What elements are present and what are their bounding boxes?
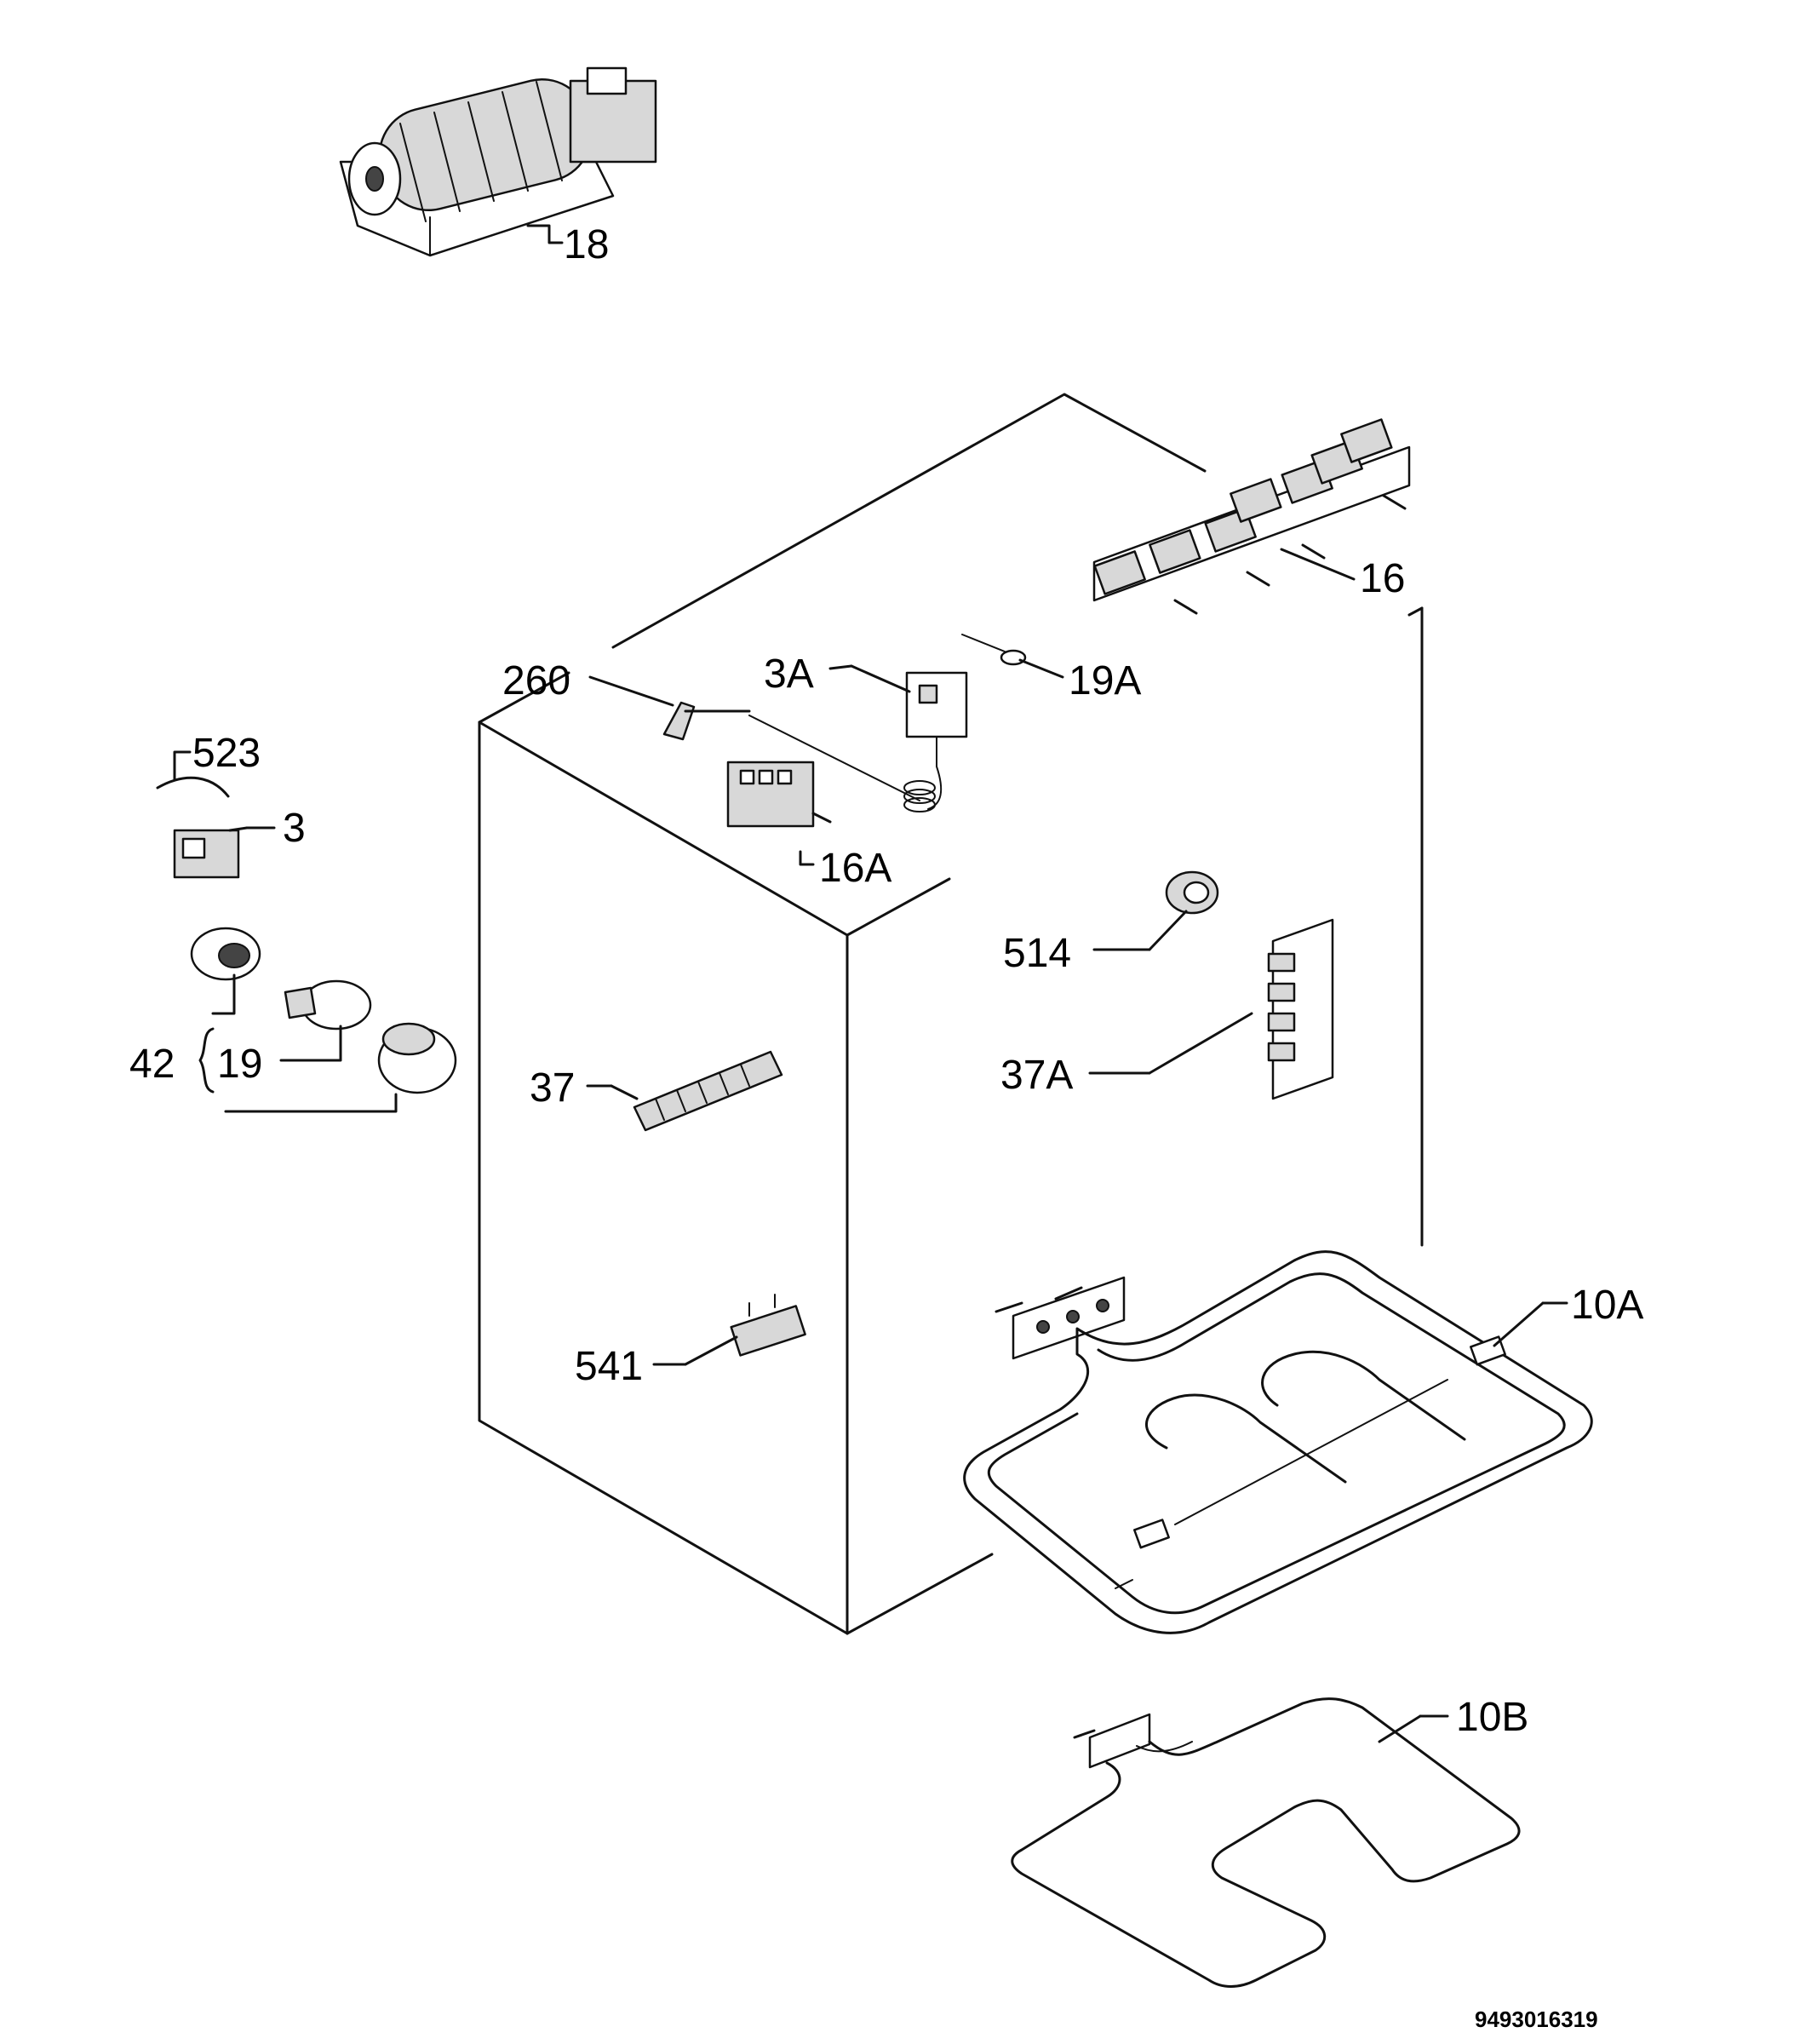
label-42: 42 xyxy=(129,1042,175,1087)
part-16A-switch xyxy=(726,761,832,828)
label-541: 541 xyxy=(575,1344,643,1389)
label-16: 16 xyxy=(1360,556,1405,601)
label-10B: 10B xyxy=(1456,1695,1528,1740)
label-19A: 19A xyxy=(1069,658,1141,703)
part-514-grommet xyxy=(1165,870,1219,915)
part-16-switch-bank xyxy=(1092,418,1411,615)
part-18-fan-motor xyxy=(339,66,657,257)
part-10B-bottom-element xyxy=(1011,1697,1521,1988)
part-19A-lamp xyxy=(961,634,1027,666)
label-260: 260 xyxy=(502,658,570,703)
label-10A: 10A xyxy=(1571,1283,1643,1328)
part-37-terminal-strip xyxy=(633,1050,783,1132)
drawing-code: 9493016319 xyxy=(1475,2007,1598,2032)
label-19: 19 xyxy=(217,1042,262,1087)
label-3A: 3A xyxy=(764,652,814,697)
label-37A: 37A xyxy=(1000,1053,1073,1098)
label-3: 3 xyxy=(283,806,306,851)
part-37A-terminal-block xyxy=(1267,918,1334,1100)
label-523: 523 xyxy=(192,731,261,776)
leader-lines xyxy=(173,224,1568,1743)
label-18: 18 xyxy=(564,222,609,267)
label-514: 514 xyxy=(1003,931,1071,976)
part-3-lamp-holder xyxy=(173,829,240,879)
part-523-clip xyxy=(156,776,230,798)
part-42-lamp-assembly xyxy=(190,927,457,1113)
part-541-connector xyxy=(730,1294,806,1357)
part-3A-thermostat xyxy=(903,671,968,812)
label-16A: 16A xyxy=(819,846,891,891)
label-37: 37 xyxy=(530,1065,575,1111)
part-10A-grill-element xyxy=(963,1250,1593,1634)
oven-cabinet-outline xyxy=(478,393,1424,1635)
